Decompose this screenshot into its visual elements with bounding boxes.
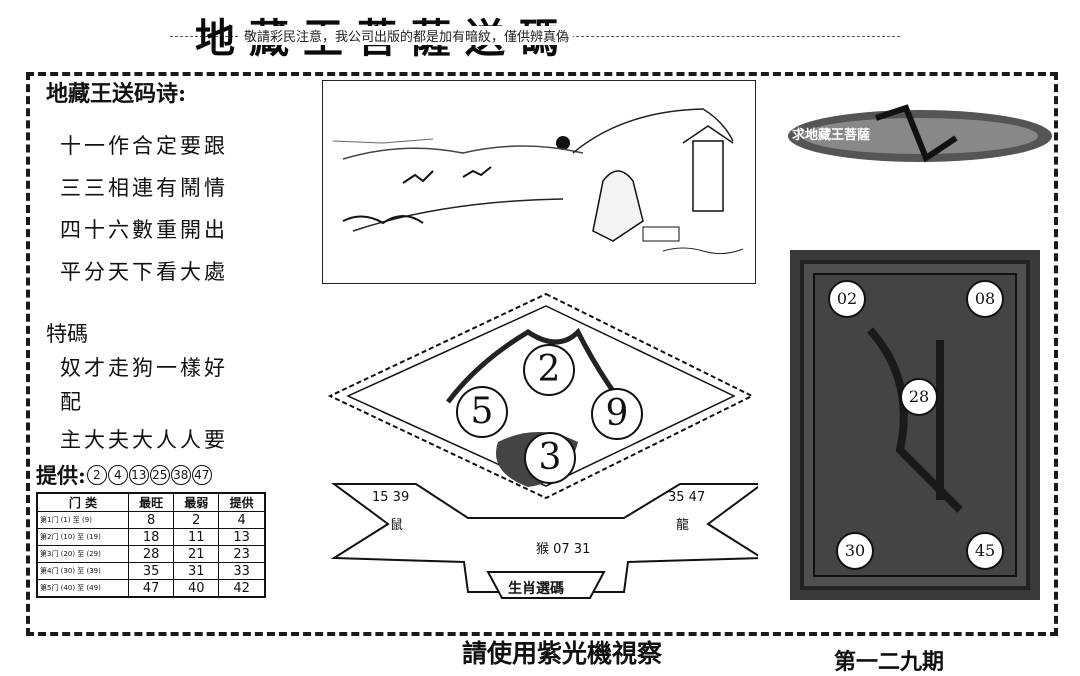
lucky-ball: 30 xyxy=(836,532,874,570)
landscape-drawing xyxy=(332,108,744,255)
row-label: 第2门 (10) 至 (19) xyxy=(36,528,129,546)
cell-provide: 33 xyxy=(218,562,266,580)
cell-hot: 47 xyxy=(127,579,175,598)
content-frame xyxy=(26,72,1058,636)
diamond-number: 3 xyxy=(524,432,576,484)
zodiac-right-numbers: 35 47 xyxy=(668,490,706,505)
column-header: 最弱 xyxy=(173,492,220,512)
poem-line: 十一作合定要跟 xyxy=(60,134,228,158)
provide-label: 提供: xyxy=(36,463,86,488)
zodiac-left-numbers: 15 39 xyxy=(372,490,410,505)
cell-weak: 11 xyxy=(173,528,220,546)
lucky-ball: 08 xyxy=(966,280,1004,318)
landscape-illustration xyxy=(322,80,756,284)
special-line: 主大夫大人人要 xyxy=(60,428,228,452)
zodiac-banner: 生肖選碼 xyxy=(508,581,564,597)
diamond-numbers: 2 5 9 3 15 39 鼠 35 47 龍 猴 07 31 生肖選碼 xyxy=(328,292,758,612)
deity-seal: 求地藏王菩薩 xyxy=(786,98,1054,182)
row-label: 第3门 (20) 至 (29) xyxy=(36,545,129,563)
lucky-ball: 28 xyxy=(900,378,938,416)
poem-line: 四十六數重開出 xyxy=(60,218,228,242)
cell-hot: 28 xyxy=(127,545,175,563)
zodiac-left-animal: 鼠 xyxy=(390,518,404,533)
poem-heading: 地藏王送码诗: xyxy=(46,81,187,107)
lucky-ball: 02 xyxy=(828,280,866,318)
cell-hot: 18 xyxy=(127,528,175,546)
provide-number: 25 xyxy=(149,465,170,485)
row-label: 第4门 (30) 至 (39) xyxy=(36,562,129,580)
diamond-number: 2 xyxy=(523,344,575,396)
cell-provide: 13 xyxy=(218,528,266,546)
row-label: 第5门 (40) 至 (49) xyxy=(36,579,129,598)
provide-number: 4 xyxy=(107,465,128,485)
provide-number: 38 xyxy=(170,465,191,485)
cell-weak: 31 xyxy=(173,562,220,580)
cell-hot: 35 xyxy=(127,562,175,580)
poem-line: 三三相連有鬧情 xyxy=(60,176,228,200)
cell-provide: 4 xyxy=(218,511,266,529)
table-row: 第5门 (40) 至 (49) 47 40 42 xyxy=(36,579,266,598)
table-row: 第4门 (30) 至 (39) 35 31 33 xyxy=(36,562,266,580)
cell-provide: 42 xyxy=(218,579,266,598)
zodiac-center: 猴 07 31 xyxy=(536,542,591,557)
diamond-number: 5 xyxy=(456,386,508,438)
cell-hot: 8 xyxy=(127,511,175,529)
special-line: 奴才走狗一樣好 xyxy=(60,356,228,380)
special-line: 配 xyxy=(60,390,84,414)
table-header-row: 门 类 最旺 最弱 提供 xyxy=(36,492,266,512)
table-row: 第2门 (10) 至 (19) 18 11 13 xyxy=(36,528,266,546)
lucky-ball: 45 xyxy=(966,532,1004,570)
uv-hint: 請使用紫光機視察 xyxy=(462,639,663,668)
column-header: 提供 xyxy=(218,492,266,512)
provide-number: 2 xyxy=(86,465,107,485)
column-header: 门 类 xyxy=(36,492,129,512)
cell-provide: 23 xyxy=(218,545,266,563)
special-heading: 特碼 xyxy=(46,322,88,346)
diamond-number: 9 xyxy=(591,388,643,440)
column-header: 最旺 xyxy=(127,492,175,512)
stats-table: 门 类 最旺 最弱 提供 第1门 (1) 至 (9) 8 2 4 第2门 (10… xyxy=(36,492,266,598)
seal-text: 求地藏王菩薩 xyxy=(792,128,871,143)
table-row: 第3门 (20) 至 (29) 28 21 23 xyxy=(36,545,266,563)
cell-weak: 2 xyxy=(173,511,220,529)
poem-line: 平分天下看大處 xyxy=(60,260,228,284)
row-label: 第1门 (1) 至 (9) xyxy=(36,511,129,529)
title-tagline: 敬請彩民注意，我公司出版的都是加有暗紋，僅供辨真偽 xyxy=(240,26,574,45)
cell-weak: 21 xyxy=(173,545,220,563)
zodiac-right-animal: 龍 xyxy=(676,518,690,533)
seal-shape xyxy=(788,104,1052,163)
provide-number: 47 xyxy=(191,465,212,485)
cell-weak: 40 xyxy=(173,579,220,598)
lucky-number-panel: 02 08 28 30 45 xyxy=(790,250,1040,600)
issue-number: 第一二九期 xyxy=(834,649,945,675)
provide-number: 13 xyxy=(128,465,149,485)
table-row: 第1门 (1) 至 (9) 8 2 4 xyxy=(36,511,266,529)
provide-row: 提供: 2 4 13 25 38 47 xyxy=(36,460,212,490)
